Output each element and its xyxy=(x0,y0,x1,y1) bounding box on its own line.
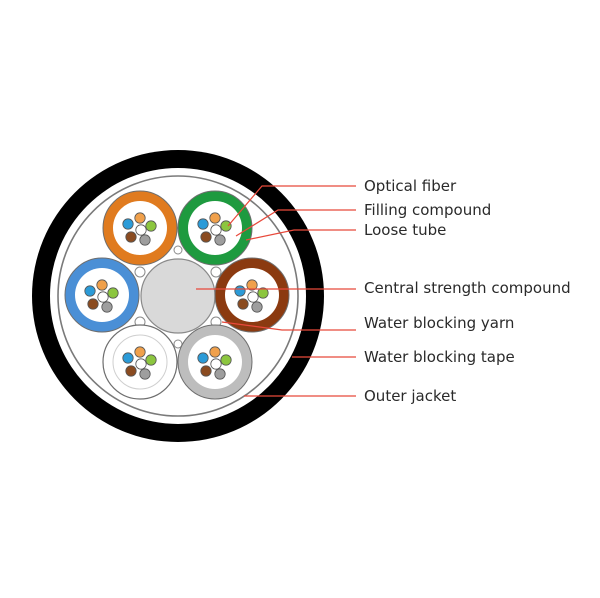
loose-tube-brown xyxy=(214,257,290,333)
loose-tube-orange xyxy=(102,190,178,266)
label-loose-tube: Loose tube xyxy=(364,221,446,239)
leader-filling-compound xyxy=(235,209,356,237)
label-water-blocking-yarn: Water blocking yarn xyxy=(364,314,514,332)
yarn-dot xyxy=(210,266,222,278)
yarn-dot xyxy=(134,266,146,278)
label-central-strength-compound: Central strength compound xyxy=(364,279,571,297)
yarn-dot xyxy=(173,339,183,349)
leader-optical-fiber xyxy=(227,185,356,227)
central-strength-member xyxy=(140,258,216,334)
loose-tube-blue xyxy=(64,257,140,333)
label-water-blocking-tape: Water blocking tape xyxy=(364,348,515,366)
leader-loose-tube xyxy=(245,229,356,241)
label-outer-jacket: Outer jacket xyxy=(364,387,456,405)
loose-tube-gray xyxy=(177,324,253,400)
yarn-dot xyxy=(173,245,183,255)
label-filling-compound: Filling compound xyxy=(364,201,491,219)
label-optical-fiber: Optical fiber xyxy=(364,177,457,195)
loose-tube-green xyxy=(177,190,253,266)
loose-tube-white xyxy=(102,324,178,400)
leader-water-blocking-yarn xyxy=(221,321,356,331)
